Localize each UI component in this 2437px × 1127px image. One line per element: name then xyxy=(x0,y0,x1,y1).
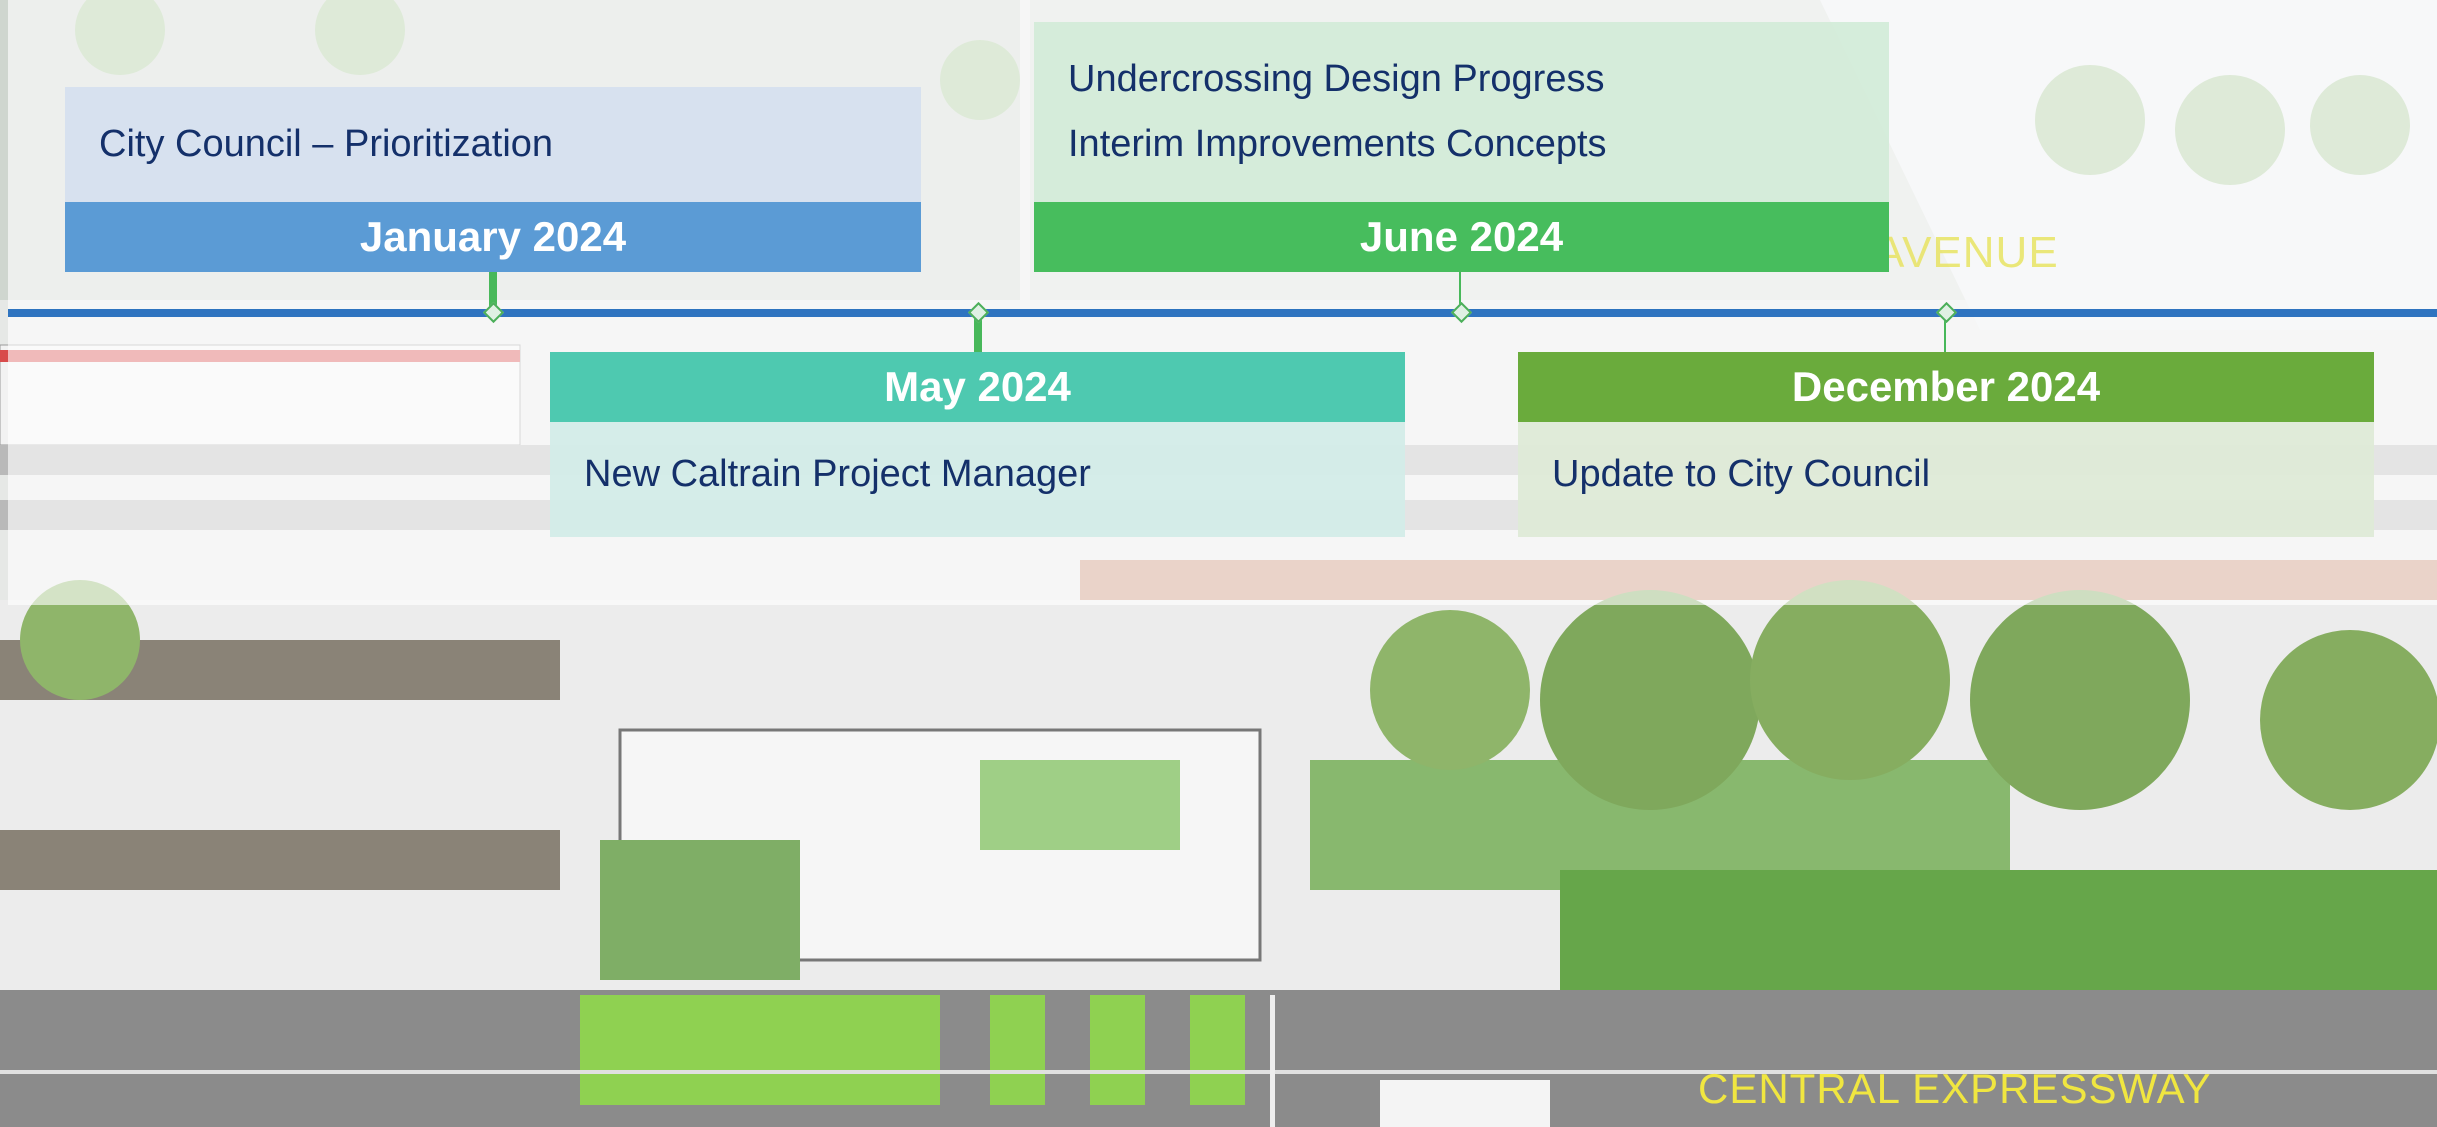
milestone-body: Update to City Council xyxy=(1518,422,2374,537)
milestone-item: Undercrossing Design Progress xyxy=(1068,58,1605,100)
street-label-avenue: AVENUE xyxy=(1875,228,2059,277)
milestone-item: City Council – Prioritization xyxy=(99,123,554,165)
connector-june xyxy=(1459,272,1461,312)
milestone-card-january: City Council – Prioritization January 20… xyxy=(65,87,921,272)
connector-january xyxy=(489,272,497,312)
milestone-card-december: December 2024 Update to City Council xyxy=(1518,352,2374,537)
connector-may xyxy=(974,312,982,352)
milestone-body: City Council – Prioritization xyxy=(65,87,921,202)
milestone-date: January 2024 xyxy=(65,202,921,272)
milestone-card-june: Undercrossing Design Progress Interim Im… xyxy=(1034,22,1889,272)
milestone-date: December 2024 xyxy=(1518,352,2374,422)
milestone-date: June 2024 xyxy=(1034,202,1889,272)
milestone-card-may: May 2024 New Caltrain Project Manager xyxy=(550,352,1405,537)
street-label-central-expressway: CENTRAL EXPRESSWAY xyxy=(1698,1065,2212,1112)
milestone-item: Update to City Council xyxy=(1552,453,1931,495)
milestone-date: May 2024 xyxy=(550,352,1405,422)
milestone-body: Undercrossing Design Progress Interim Im… xyxy=(1034,22,1889,202)
milestone-body: New Caltrain Project Manager xyxy=(550,422,1405,537)
connector-december xyxy=(1944,312,1946,352)
milestone-item: New Caltrain Project Manager xyxy=(584,453,1091,495)
milestone-item: Interim Improvements Concepts xyxy=(1068,123,1607,165)
timeline-axis xyxy=(8,309,2437,317)
